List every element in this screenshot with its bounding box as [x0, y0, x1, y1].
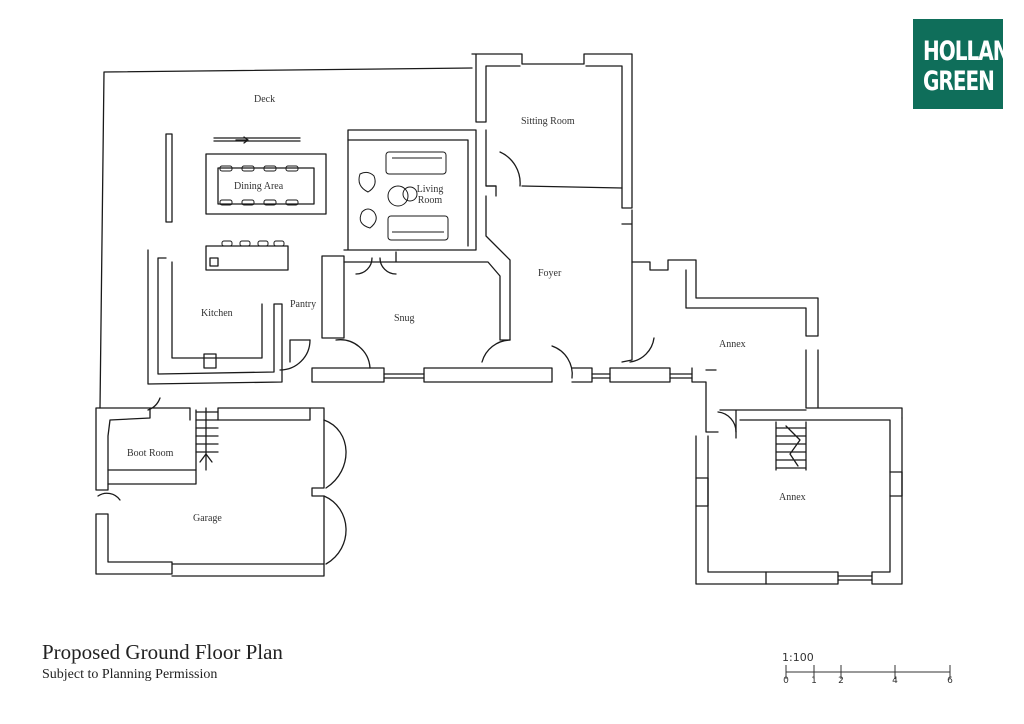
- logo-line-1: HOLLAND: [923, 34, 1024, 67]
- room-label-boot-room: Boot Room: [127, 448, 174, 459]
- sofa-top: [385, 151, 447, 175]
- room-label-living-room: Living Room: [416, 184, 444, 206]
- scale-bar: [785, 665, 951, 679]
- annex-stairs: [775, 421, 807, 471]
- deck-outline: [99, 67, 473, 409]
- room-label-snug: Snug: [394, 313, 415, 324]
- annex-upper-walls: [631, 259, 819, 337]
- sitting-room-walls: [471, 53, 633, 209]
- scale-tick-label: 4: [892, 676, 898, 686]
- scale-ratio: 1:100: [782, 651, 814, 664]
- room-label-annex-upper: Annex: [719, 339, 746, 350]
- armchair-top: [358, 171, 376, 193]
- kitchen-walls: [147, 249, 283, 385]
- room-label-kitchen: Kitchen: [201, 308, 233, 319]
- scale-tick-label: 2: [838, 676, 844, 686]
- room-label-foyer: Foyer: [538, 268, 562, 279]
- room-label-pantry: Pantry: [290, 299, 317, 310]
- living-room-walls: [347, 129, 477, 251]
- boot-room-walls: [95, 397, 191, 491]
- garage-walls: [95, 513, 325, 577]
- dining-table: [205, 153, 327, 215]
- scale-tick-label: 0: [783, 676, 789, 686]
- foyer-walls: [485, 185, 511, 341]
- room-label-deck: Deck: [254, 94, 276, 105]
- garage-stairs: [195, 411, 219, 463]
- plan-subtitle: Subject to Planning Permission: [42, 667, 218, 682]
- annex-lower-walls: [695, 417, 903, 585]
- room-label-sitting-room: Sitting Room: [521, 116, 575, 127]
- pantry-walls: [289, 255, 345, 363]
- sofa-bottom: [387, 215, 449, 241]
- scale-tick-label: 1: [811, 676, 817, 686]
- scale-tick-label: 6: [947, 676, 953, 686]
- coffee-table: [387, 185, 409, 207]
- room-label-garage: Garage: [193, 513, 222, 524]
- snug-walls: [343, 251, 511, 341]
- plan-title: Proposed Ground Floor Plan: [42, 640, 283, 664]
- room-label-dining-area: Dining Area: [234, 181, 284, 192]
- armchair-bottom: [359, 208, 377, 229]
- logo-line-2: GREEN: [923, 64, 995, 97]
- holland-green-logo: HOLLAND GREEN: [913, 19, 1024, 109]
- room-label-annex-lower: Annex: [779, 492, 806, 503]
